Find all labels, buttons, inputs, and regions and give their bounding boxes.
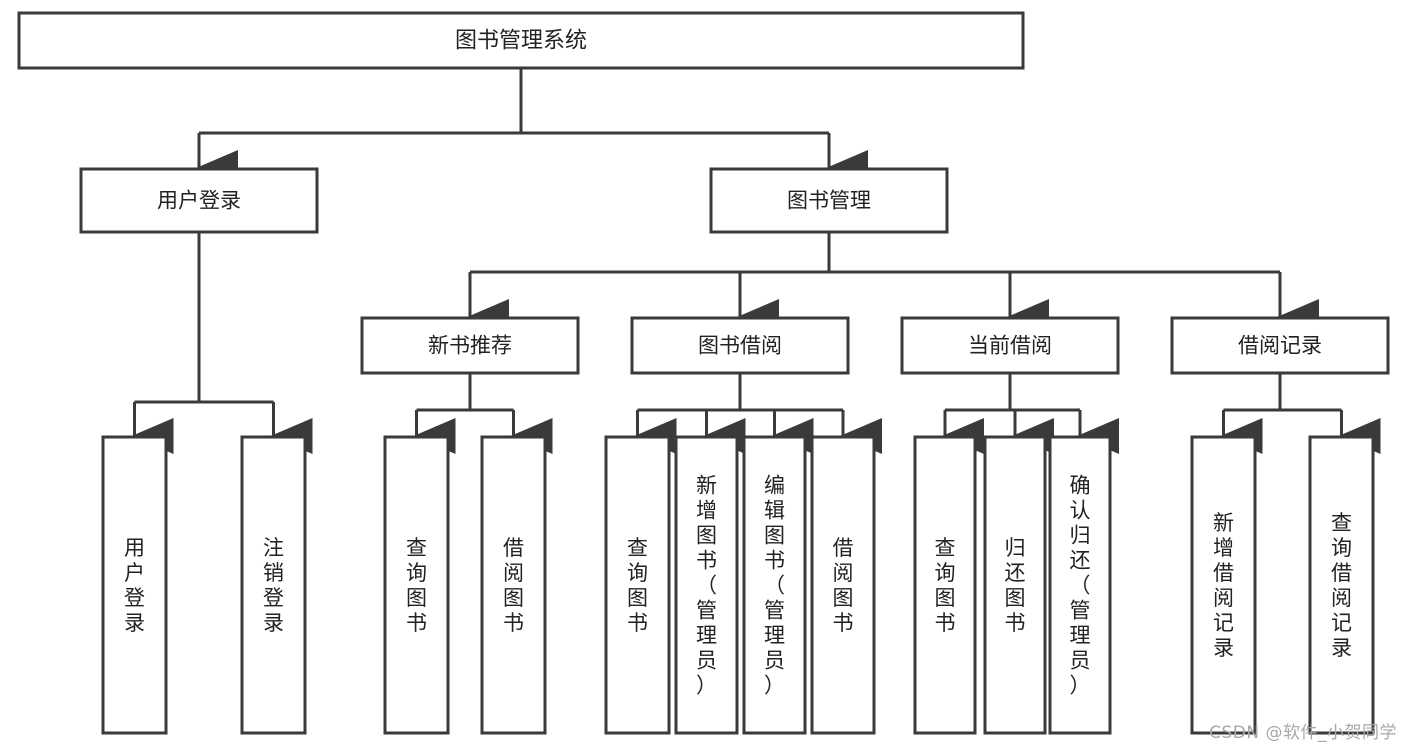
leaf-label: 借阅图书 (503, 536, 524, 635)
node-label-book-borrow: 图书借阅 (698, 334, 782, 358)
connector-current-borrow-to-leaves (942, 373, 1119, 454)
node-borrow-record[interactable]: 借阅记录 (1170, 316, 1390, 375)
node-label-borrow-record: 借阅记录 (1238, 334, 1322, 358)
node-new-book-recommend[interactable]: 新书推荐 (360, 316, 580, 375)
node-book-manage[interactable]: 图书管理 (709, 167, 949, 234)
leaf-label: 注销登录 (263, 536, 284, 635)
node-label-new-book-recommend: 新书推荐 (428, 334, 512, 358)
node-label-user-login: 用户登录 (157, 189, 241, 213)
node-label-book-manage: 图书管理 (787, 189, 871, 213)
node-label-root: 图书管理系统 (455, 29, 587, 54)
connector-book-manage-to-level3 (467, 232, 1319, 335)
node-layer: 图书管理系统用户登录图书管理新书推荐图书借阅当前借阅借阅记录用户登录注销登录查询… (17, 11, 1390, 735)
connector-layer (131, 68, 1381, 454)
leaf-node-leaf-query-record[interactable]: 查询借阅记录 (1308, 435, 1375, 735)
leaf-node-leaf-add-record[interactable]: 新增借阅记录 (1190, 435, 1257, 735)
leaf-node-leaf-borrow-book-1[interactable]: 借阅图书 (480, 435, 547, 735)
connector-book-borrow-to-leaves (634, 373, 882, 454)
leaf-node-leaf-add-book[interactable]: 新增图书（管理员） (674, 435, 739, 735)
connector-new-book-recommend-to-leaves (413, 373, 553, 454)
leaf-label: 查询图书 (627, 536, 648, 635)
node-book-borrow[interactable]: 图书借阅 (630, 316, 850, 375)
leaf-label: 编辑图书（管理员） (764, 474, 785, 698)
leaf-node-leaf-borrow-book-2[interactable]: 借阅图书 (810, 435, 876, 735)
leaf-label: 借阅图书 (833, 536, 854, 635)
leaf-label: 查询图书 (935, 536, 956, 635)
leaf-node-leaf-query-book-3[interactable]: 查询图书 (913, 435, 977, 735)
leaf-label: 新增图书（管理员） (696, 474, 717, 698)
node-current-borrow[interactable]: 当前借阅 (900, 316, 1120, 375)
leaf-label: 用户登录 (124, 536, 145, 635)
connector-borrow-record-to-leaves (1220, 373, 1381, 454)
leaf-node-leaf-edit-book[interactable]: 编辑图书（管理员） (742, 435, 807, 735)
connector-user-login-to-leaves (131, 232, 313, 454)
leaf-node-leaf-query-book-2[interactable]: 查询图书 (604, 435, 671, 735)
leaf-label: 确认归还（管理员） (1070, 474, 1091, 698)
leaf-label: 归还图书 (1005, 536, 1026, 635)
node-user-login[interactable]: 用户登录 (79, 167, 319, 234)
node-root-system[interactable]: 图书管理系统 (17, 11, 1025, 70)
leaf-node-leaf-user-login[interactable]: 用户登录 (101, 435, 168, 735)
leaf-label: 查询借阅记录 (1331, 511, 1352, 660)
leaf-node-leaf-user-logout[interactable]: 注销登录 (240, 435, 307, 735)
leaf-node-leaf-return-book[interactable]: 归还图书 (983, 435, 1047, 735)
leaf-node-leaf-query-book-1[interactable]: 查询图书 (383, 435, 450, 735)
connector-root-to-level2 (196, 68, 868, 186)
node-label-current-borrow: 当前借阅 (968, 334, 1052, 358)
leaf-label: 查询图书 (406, 536, 427, 635)
leaf-label: 新增借阅记录 (1213, 511, 1234, 660)
leaf-node-leaf-confirm-return[interactable]: 确认归还（管理员） (1048, 435, 1112, 735)
csdn-watermark: CSDN @软件_小贺同学 (1209, 723, 1397, 743)
